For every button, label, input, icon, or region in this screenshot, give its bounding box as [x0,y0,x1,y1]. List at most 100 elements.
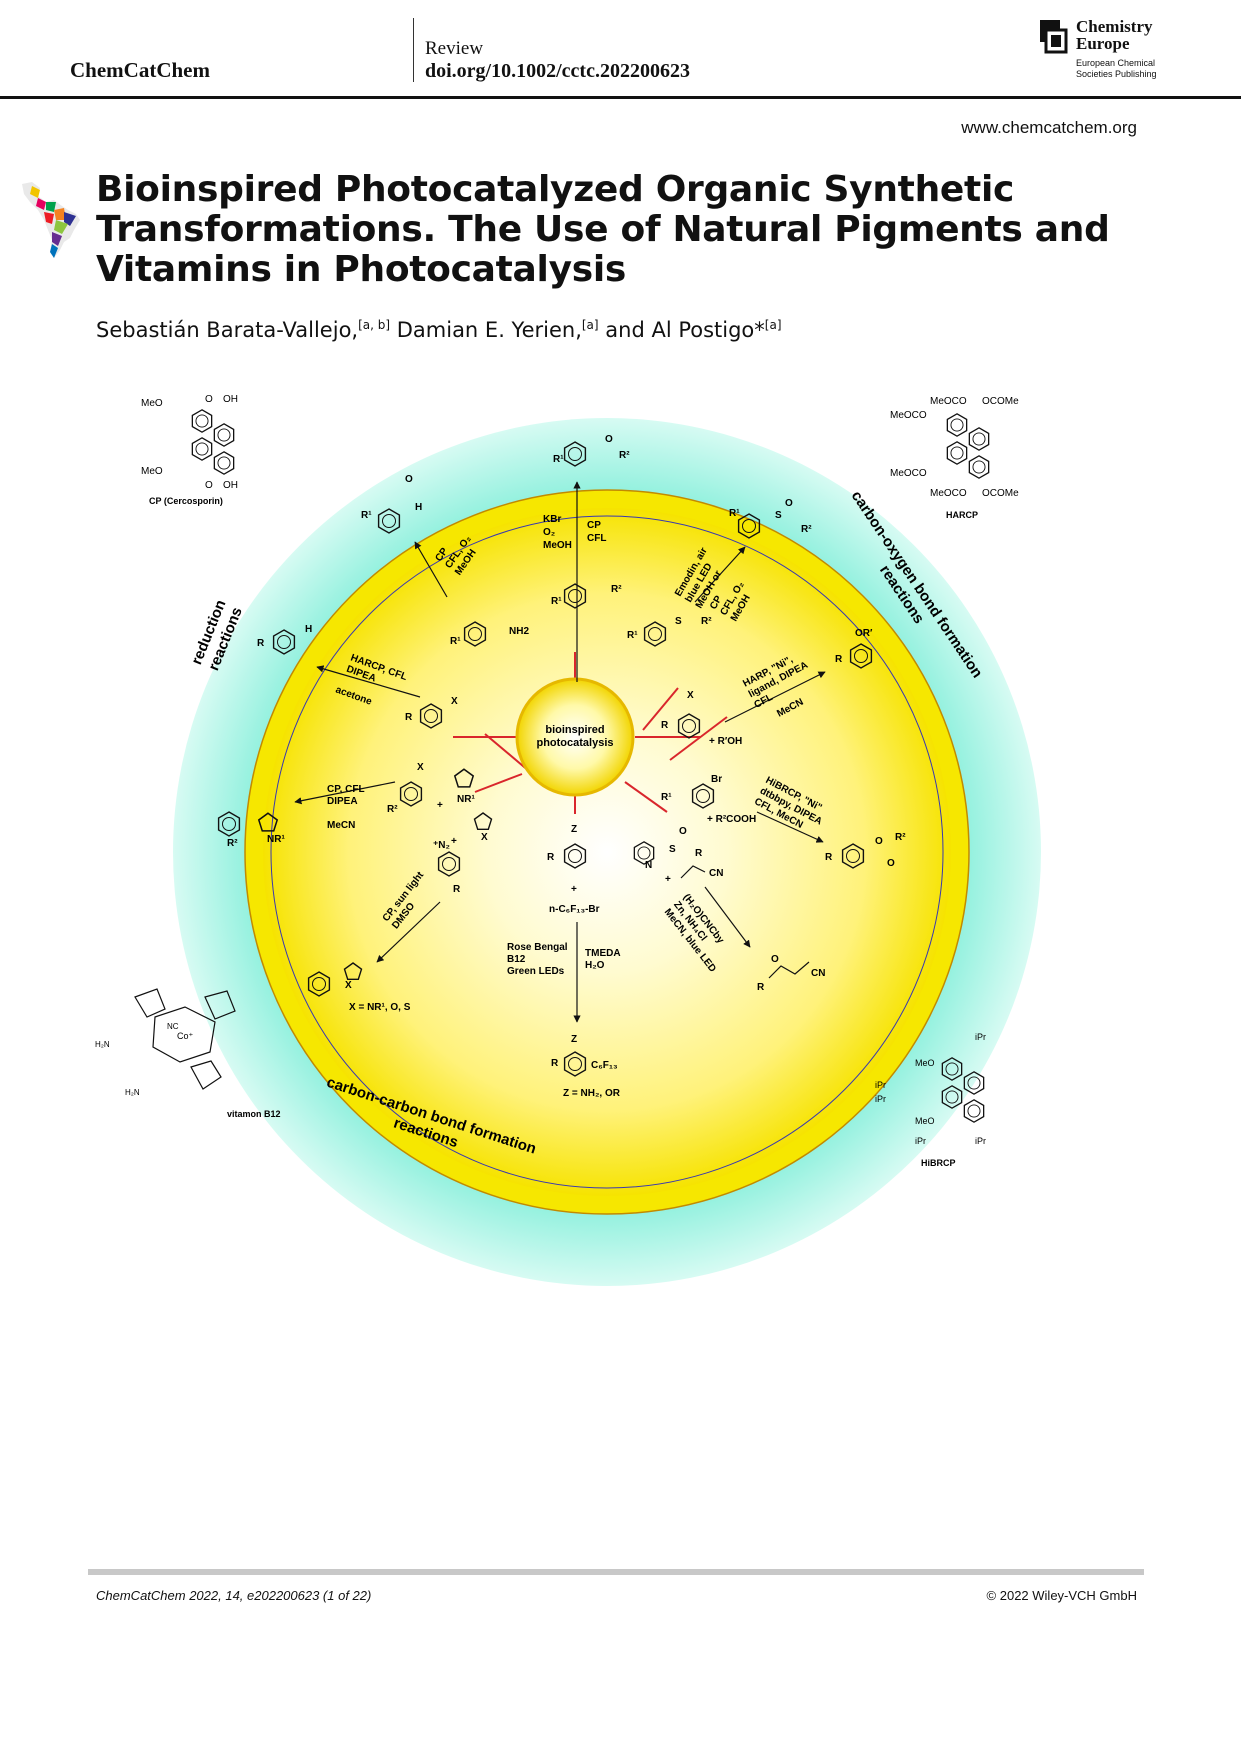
svg-text:R: R [405,712,413,723]
perfluoro-note: Z = NH₂, OR [563,1088,621,1099]
chemistry-europe-logo[interactable]: Chemistry Europe European Chemical Socie… [1040,18,1210,84]
svg-text:OH: OH [223,394,238,405]
svg-text:R¹: R¹ [661,792,672,803]
svg-text:S: S [675,616,682,627]
inner-disc [263,508,951,1196]
logo-sub-1: European Chemical [1076,58,1156,68]
author-affiliation: [a] [581,318,599,332]
svg-text:C₆F₁₃: C₆F₁₃ [591,1060,618,1071]
svg-text:Co⁺: Co⁺ [177,1031,194,1041]
ketone-product: R¹ [553,454,564,465]
svg-text:CP (Cercosporin): CP (Cercosporin) [149,496,223,506]
journal-website-link[interactable]: www.chemcatchem.org [961,118,1137,137]
svg-text:H: H [415,502,422,513]
svg-text:R²: R² [227,838,238,849]
vitamin-b12-structure: Co⁺NC H₂N H₂N vitamon B12 [95,988,281,1119]
svg-text:O: O [205,480,213,491]
svg-text:R: R [551,1058,559,1069]
svg-text:CN: CN [811,968,825,979]
svg-text:N: N [645,860,652,871]
svg-text:R: R [257,638,265,649]
copyright: © 2022 Wiley-VCH GmbH [986,1588,1137,1603]
author-list: Sebastián Barata-Vallejo,[a, b] Damian E… [96,318,782,342]
svg-text:HARCP: HARCP [946,510,978,520]
svg-text:KBr: KBr [543,514,561,525]
center-label: bioinspired photocatalysis [536,724,613,749]
svg-text:⁺N₂: ⁺N₂ [433,840,450,851]
logo-subtitle: European Chemical Societies Publishing [1076,58,1157,80]
svg-text:R: R [757,982,765,993]
svg-text:O: O [771,954,779,965]
svg-text:S: S [669,844,676,855]
svg-text:H₂O: H₂O [585,960,605,971]
article-type: Review [425,38,484,59]
svg-text:X: X [481,832,488,843]
doi-link[interactable]: doi.org/10.1002/cctc.202200623 [425,60,690,82]
svg-text:iPr: iPr [875,1080,886,1090]
svg-text:R²: R² [701,616,712,627]
svg-text:MeO: MeO [915,1058,935,1068]
citation: ChemCatChem 2022, 14, e202200623 (1 of 2… [96,1588,372,1603]
svg-text:O₂: O₂ [543,527,555,538]
logo-sub-2: Societies Publishing [1076,69,1157,79]
svg-text:MeOCO: MeOCO [890,410,927,421]
svg-text:MeO: MeO [141,466,163,477]
svg-text:Z: Z [571,1034,577,1045]
svg-text:MeOH: MeOH [543,540,572,551]
svg-text:H₂N: H₂N [95,1040,110,1049]
svg-text:OCOMe: OCOMe [982,488,1019,499]
svg-text:O: O [887,858,895,869]
svg-text:OR′: OR′ [855,628,873,639]
svg-text:X: X [417,762,424,773]
svg-text:vitamon B12: vitamon B12 [227,1109,281,1119]
latin-america-map-icon [22,182,80,258]
svg-text:NC: NC [167,1022,179,1031]
svg-text:O: O [875,836,883,847]
center-circle [515,677,635,797]
svg-text:S: S [775,510,782,521]
perfluoro-conditions-right: TMEDA H₂O [585,948,621,971]
svg-text:iPr: iPr [875,1094,886,1104]
arylpyrrole-conditions: CP, CFL DIPEA [327,784,365,807]
svg-text:MeOCO: MeOCO [930,396,967,407]
article-title: Bioinspired Photocatalyzed Organic Synth… [96,169,1110,290]
svg-text:R: R [547,852,555,863]
chemistry-europe-logo-mark [1040,20,1068,54]
svg-text:H₂N: H₂N [125,1088,140,1097]
author-name[interactable]: Sebastián Barata-Vallejo, [96,318,359,342]
svg-text:MeOCO: MeOCO [890,468,927,479]
svg-text:R: R [835,654,843,665]
svg-text:R²: R² [801,524,812,535]
svg-text:MeO: MeO [141,398,163,409]
heteroaryl-note: X = NR¹, O, S [349,1002,411,1013]
svg-text:R²: R² [895,832,906,843]
svg-text:+ R²COOH: + R²COOH [707,814,756,825]
logo-line-2: Europe [1076,34,1130,53]
svg-text:R: R [661,720,669,731]
author-name[interactable]: and Al Postigo* [598,318,765,342]
svg-text:Br: Br [711,774,722,785]
svg-text:R: R [825,852,833,863]
header-divider [413,18,414,82]
ketone-conditions-left: KBr O₂ MeOH [543,514,572,551]
author-name[interactable]: Damian E. Yerien, [390,318,582,342]
svg-text:X: X [451,696,458,707]
svg-text:R: R [453,884,461,895]
svg-text:DIPEA: DIPEA [327,796,358,807]
svg-text:R²: R² [387,804,398,815]
svg-text:O: O [605,434,613,445]
svg-text:bioinspired: bioinspired [545,724,604,736]
svg-text:+ R′OH: + R′OH [709,736,742,747]
svg-text:R²: R² [619,450,630,461]
svg-text:R¹: R¹ [627,630,638,641]
svg-text:X: X [687,690,694,701]
svg-text:CN: CN [709,868,723,879]
svg-text:+: + [437,800,443,811]
svg-text:B12: B12 [507,954,526,965]
svg-text:iPr: iPr [975,1136,986,1146]
footer-rule [88,1569,1144,1575]
header-rule [0,96,1241,99]
svg-text:H: H [305,624,312,635]
author-affiliation: [a, b] [358,318,391,332]
